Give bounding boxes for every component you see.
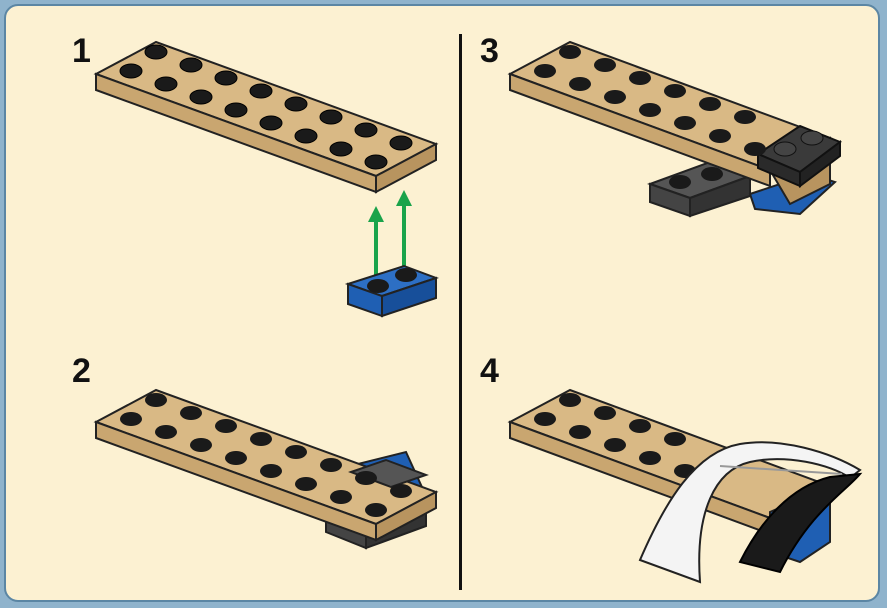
step-number-1: 1: [72, 32, 91, 70]
step-4-illustration: [507, 388, 863, 584]
step-3-illustration: [507, 40, 843, 218]
step-2-illustration: [93, 388, 439, 550]
panel-divider: [459, 34, 462, 590]
step-number-4: 4: [480, 352, 499, 390]
step-number-3: 3: [480, 32, 499, 70]
step-number-2: 2: [72, 352, 91, 390]
instruction-panel: 1 2 3 4: [4, 4, 880, 602]
arrow-up-icon: [368, 190, 412, 284]
step-1-illustration: [93, 40, 439, 318]
